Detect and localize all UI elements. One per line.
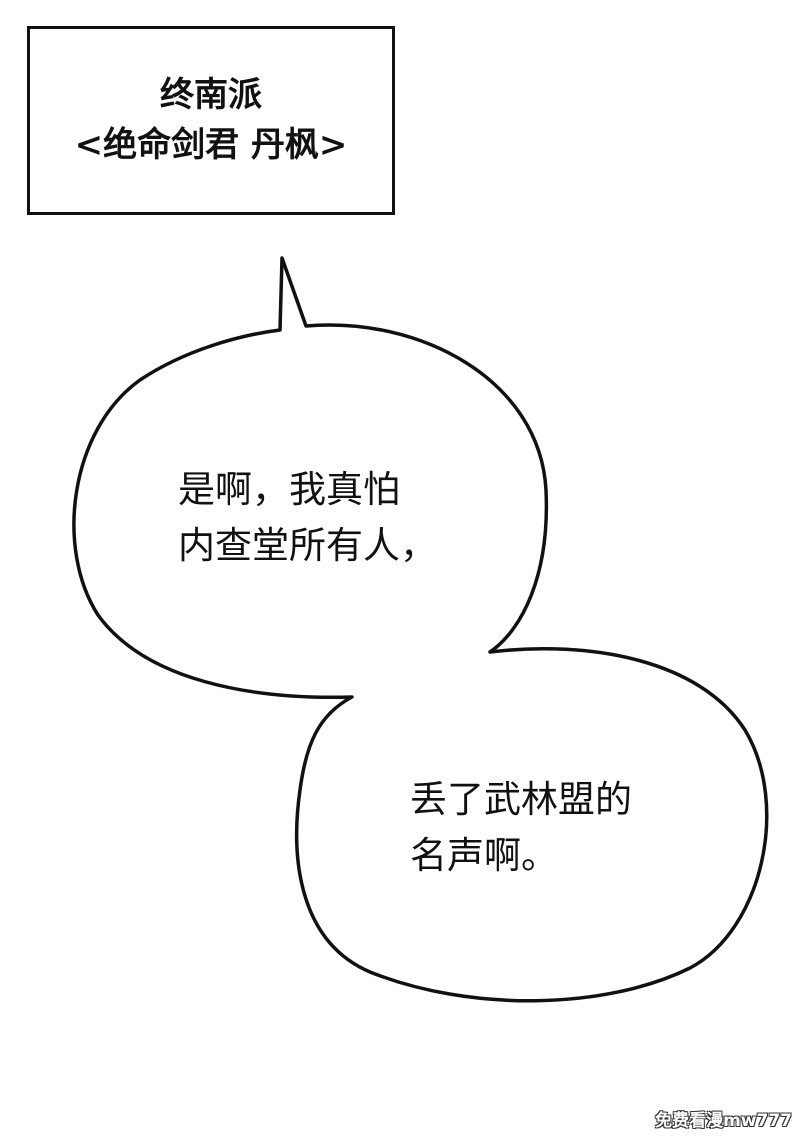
bubble-bottom-text: 丢了武林盟的 名声啊。 [410,772,632,884]
bubble-bottom-line-2: 名声啊。 [410,834,558,877]
bubble-top-line-2: 内查堂所有人， [178,524,437,567]
caption-box: 终南派 <绝命剑君 丹枫> [27,26,395,215]
caption-title: <绝命剑君 丹枫> [74,124,348,165]
bubble-top-line-1: 是啊，我真怕 [178,468,400,511]
caption-school: 终南派 [160,75,262,116]
speech-bubble-shape [72,256,769,1003]
bubble-bottom-line-1: 丢了武林盟的 [410,778,632,821]
watermark: 免费看漫mw777 [655,1111,792,1131]
bubble-top-text: 是啊，我真怕 内查堂所有人， [178,462,437,574]
